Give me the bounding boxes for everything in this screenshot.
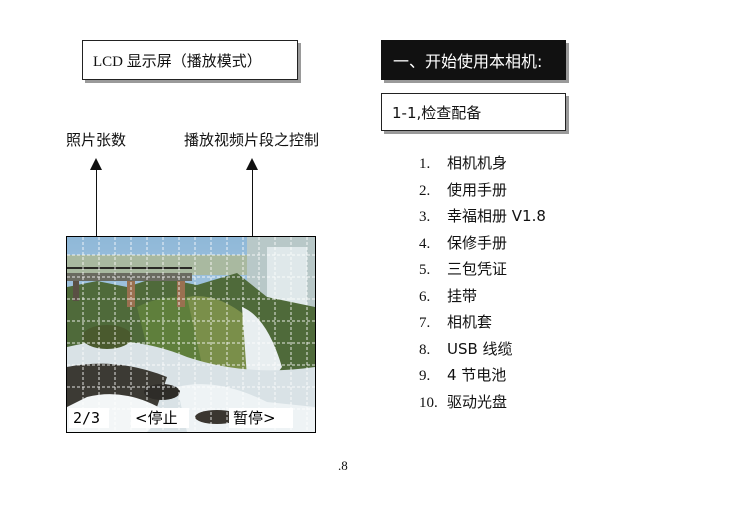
list-item-number: 3. [419, 209, 431, 225]
list-item: 6. 挂带 [419, 283, 546, 310]
list-item-text: 4 节电池 [447, 366, 507, 384]
list-item: 3. 幸福相册 V1.8 [419, 203, 546, 230]
list-item-text: 三包凭证 [447, 260, 508, 278]
list-item: 4. 保修手册 [419, 230, 546, 257]
list-item-number: 10. [419, 394, 438, 411]
list-item-text: 相机套 [447, 313, 493, 331]
list-item-number: 5. [419, 262, 431, 278]
photo-count-indicator: 2/3 [69, 408, 109, 428]
list-item-number: 8. [419, 341, 431, 358]
list-item-text: 挂带 [447, 286, 478, 305]
lcd-display-label-text: LCD 显示屏（播放模式） [93, 53, 262, 70]
list-item-number: 9. [419, 368, 431, 384]
list-item: 7. 相机套 [419, 309, 546, 336]
arrow-up-icon [90, 158, 102, 170]
list-item: 8. USB 线缆 [419, 336, 546, 363]
list-item-number: 7. [419, 315, 431, 331]
stop-button[interactable]: <停止 [131, 408, 189, 428]
waterfall-photo [67, 237, 315, 432]
subsection-title: 1-1,检查配备 [381, 93, 566, 131]
list-item-text: 驱动光盘 [447, 392, 508, 411]
pause-button[interactable]: 暂停> [229, 408, 293, 428]
page-number: .8 [338, 458, 348, 473]
caption-photo-count: 照片张数 [66, 131, 127, 149]
list-item-text: USB 线缆 [447, 339, 513, 358]
list-item: 1. 相机机身 [419, 150, 546, 177]
list-item-number: 2. [419, 182, 431, 199]
lcd-display-label: LCD 显示屏（播放模式） [82, 40, 298, 80]
list-item: 10. 驱动光盘 [419, 389, 546, 416]
list-item: 5. 三包凭证 [419, 256, 546, 283]
list-item-text: 幸福相册 V1.8 [447, 207, 546, 225]
list-item-number: 6. [419, 288, 431, 305]
section-title-text: 一、开始使用本相机: [393, 52, 543, 71]
list-item: 9. 4 节电池 [419, 362, 546, 389]
list-item: 2. 使用手册 [419, 177, 546, 204]
caption-video-control: 播放视频片段之控制 [184, 131, 320, 149]
subsection-title-text: 1-1,检查配备 [392, 103, 482, 122]
list-item-number: 1. [419, 156, 431, 172]
list-item-text: 使用手册 [447, 180, 508, 199]
list-item-text: 相机机身 [447, 154, 508, 172]
list-item-number: 4. [419, 235, 431, 252]
section-title: 一、开始使用本相机: [381, 40, 566, 80]
lcd-screen: 2/3 <停止 暂停> [66, 236, 316, 433]
package-contents-list: 1.相机机身 2.使用手册 3.幸福相册 V1.8 4.保修手册 5.三包凭证 … [419, 150, 546, 415]
list-item-text: 保修手册 [447, 233, 508, 252]
arrow-up-icon [246, 158, 258, 170]
